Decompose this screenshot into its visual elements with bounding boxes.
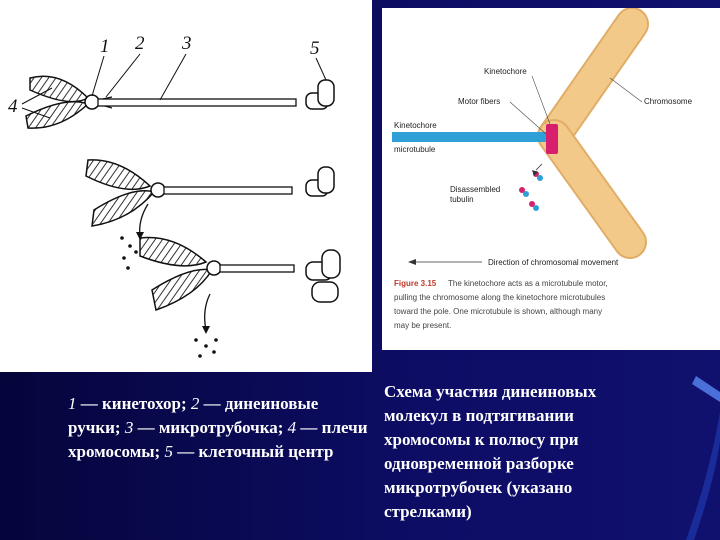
caption-text-1: — кинетохор;	[76, 394, 191, 413]
label-kinetochore-top: Kinetochore	[484, 67, 527, 76]
microtubule	[97, 98, 297, 107]
chromosome-arm	[151, 268, 214, 311]
label-direction: Direction of chromosomal movement	[488, 258, 619, 267]
chromosome-arm	[29, 75, 90, 103]
right-figure-panel: Kinetochore Motor fibers Chromosome Kine…	[382, 7, 720, 350]
number-label-3: 3	[181, 33, 192, 54]
figure-caption-line-2: pulling the chromosome along the kinetoc…	[394, 293, 605, 302]
cell-center	[305, 249, 341, 303]
caption-text-5: — клеточный центр	[172, 442, 334, 461]
label-chromosome: Chromosome	[644, 97, 693, 106]
caption-number-1: 1	[68, 394, 77, 413]
number-label-1: 1	[100, 36, 110, 57]
caption-number-3: 3	[124, 418, 134, 437]
kinetochore	[84, 94, 100, 110]
figure-caption-line-4: may be present.	[394, 321, 451, 330]
disassembled-tubulin	[519, 163, 543, 211]
chromosome-row-3	[139, 236, 341, 358]
arrow	[139, 203, 149, 237]
label-disassembled: Disassembled	[450, 185, 500, 194]
right-caption: Схема участия динеиновых молекул в подтя…	[384, 382, 597, 521]
number-label-5: 5	[310, 38, 320, 59]
kinetochore	[546, 124, 558, 154]
chromosome-row-1	[25, 75, 335, 129]
chromosome-arm	[25, 101, 90, 129]
label-microtubule: microtubule	[394, 145, 436, 154]
label-tubulin: tubulin	[450, 195, 474, 204]
figure-caption-line-3: toward the pole. One microtubule is show…	[394, 307, 602, 316]
chromosome-arm	[85, 159, 152, 191]
caption-number-4: 4	[287, 418, 297, 437]
microtubule	[163, 186, 293, 195]
kinetochore	[206, 260, 222, 276]
cell-center	[305, 166, 335, 197]
decorative-swoosh	[686, 376, 720, 540]
microtubule	[219, 264, 295, 273]
label-motor-fibers: Motor fibers	[458, 97, 500, 106]
left-diagram-panel: 1 2 3 4 5	[0, 0, 372, 372]
arrow	[204, 293, 211, 331]
chromosome-arm	[139, 236, 208, 267]
figure-caption-line-1: The kinetochore acts as a microtubule mo…	[448, 279, 608, 288]
chromosome-movement-sketch: 1 2 3 4 5	[8, 33, 341, 358]
caption-text-4: — плечи хромосомы;	[68, 418, 368, 461]
caption-number-5: 5	[164, 442, 173, 461]
number-labels: 1 2 3 4 5	[8, 33, 327, 119]
chromosome	[537, 7, 649, 259]
left-caption: 1 — кинетохор; 2 — динеиновые ручки; 3 —…	[68, 392, 368, 464]
caption-number-2: 2	[190, 394, 200, 413]
caption-text-2: — динеиновые ручки;	[68, 394, 319, 437]
number-label-2: 2	[135, 33, 145, 54]
chromosome-arm	[91, 190, 156, 227]
caption-text-3: — микротрубочка;	[133, 418, 288, 437]
kinetochore-motor-figure: Kinetochore Motor fibers Chromosome Kine…	[392, 7, 693, 330]
figure-number: Figure 3.15	[394, 279, 437, 288]
chromosome-row-2	[85, 159, 335, 270]
kinetochore-microtubule	[392, 132, 548, 142]
number-label-4: 4	[8, 96, 18, 117]
kinetochore	[150, 182, 166, 198]
cell-center	[305, 79, 335, 110]
label-kinetochore-left: Kinetochore	[394, 121, 437, 130]
